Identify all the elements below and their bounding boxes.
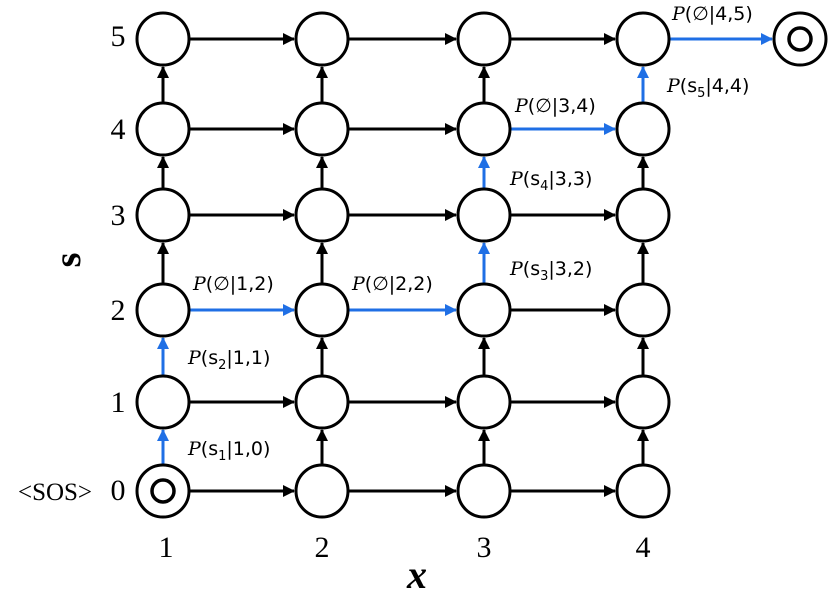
- y-tick-5: 5: [111, 20, 126, 53]
- node-2-4: [294, 101, 350, 157]
- edge-probability-label: P(s3|3,2): [509, 258, 592, 284]
- node-3-2: [456, 282, 512, 338]
- node-4-3: [615, 187, 671, 243]
- node-2-2: [294, 282, 350, 338]
- x-tick-2: 2: [315, 531, 330, 564]
- x-tick-1: 1: [159, 531, 174, 564]
- y-tick-1: 1: [111, 386, 126, 419]
- node-inner-ring-5-5: [787, 26, 813, 52]
- node-1-2: [135, 282, 191, 338]
- node-2-5: [294, 11, 350, 67]
- node-2-0: [294, 463, 350, 519]
- node-inner-ring-1-0: [150, 478, 176, 504]
- edges-layer: [157, 33, 773, 497]
- node-2-1: [294, 374, 350, 430]
- y-tick-4: 4: [111, 113, 126, 146]
- node-1-3: [135, 187, 191, 243]
- edge-probability-label: P(s5|4,4): [666, 75, 749, 101]
- node-3-5: [456, 11, 512, 67]
- node-1-5: [135, 11, 191, 67]
- node-4-2: [615, 282, 671, 338]
- node-4-5: [615, 11, 671, 67]
- y-axis-title: s: [47, 253, 89, 268]
- edge-probability-label: P(s2|1,1): [187, 347, 270, 373]
- node-4-1: [615, 374, 671, 430]
- start-label: <SOS>: [18, 479, 92, 506]
- labels-layer: P(s1|1,0) P(s2|1,1) P(∅|1,2) P(∅|2,2) P(s3|3…: [187, 3, 753, 464]
- x-tick-3: 3: [477, 531, 492, 564]
- node-3-4: [456, 101, 512, 157]
- node-1-4: [135, 101, 191, 157]
- node-4-4: [615, 101, 671, 157]
- y-tick-0: 0: [111, 474, 126, 507]
- node-1-1: [135, 374, 191, 430]
- y-tick-3: 3: [111, 199, 126, 232]
- edge-probability-label: P(s1|1,0): [187, 438, 270, 464]
- edge-probability-label: P(∅|1,2): [192, 273, 274, 295]
- y-tick-2: 2: [111, 294, 126, 327]
- edge-probability-label: P(s4|3,3): [509, 168, 592, 194]
- x-tick-4: 4: [636, 531, 651, 564]
- node-3-1: [456, 374, 512, 430]
- x-axis-title: x: [406, 552, 427, 591]
- node-3-0: [456, 463, 512, 519]
- edge-probability-label: P(∅|2,2): [351, 273, 433, 295]
- node-4-0: [615, 463, 671, 519]
- edge-probability-label: P(∅|4,5): [671, 3, 753, 25]
- node-2-3: [294, 187, 350, 243]
- node-5-5: [772, 11, 828, 67]
- node-3-3: [456, 187, 512, 243]
- node-1-0: [135, 463, 191, 519]
- edge-probability-label: P(∅|3,4): [514, 95, 596, 117]
- nodes-layer: [135, 11, 828, 519]
